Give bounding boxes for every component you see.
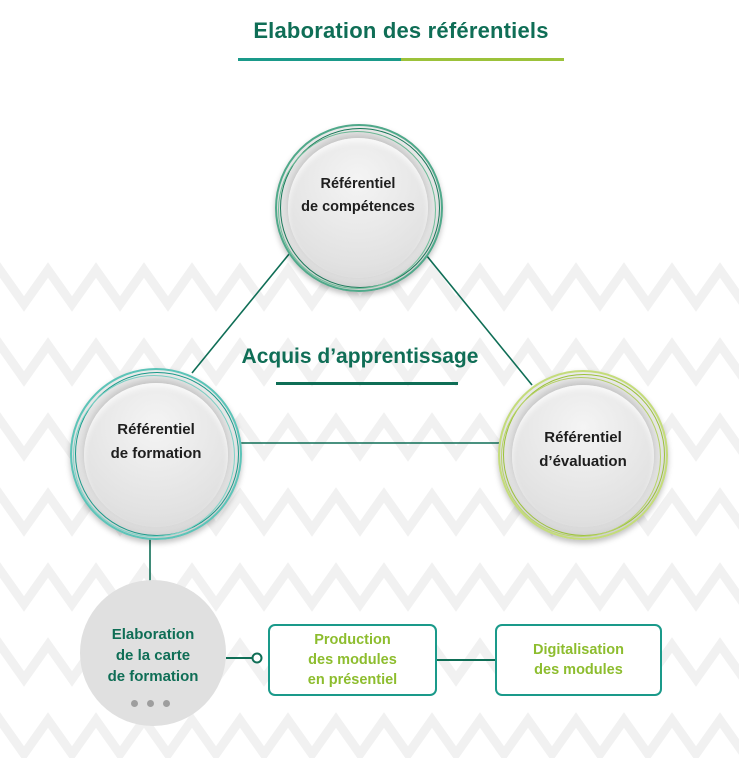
edge-competences-formation [191, 247, 295, 374]
edge-competences-evaluation [421, 249, 533, 386]
center-underline [276, 382, 458, 385]
node-carte-label: Elaboration de la carte de formation [107, 626, 199, 685]
background-chevron-row [0, 712, 739, 758]
title-underline [238, 58, 564, 61]
box-digitalisation [495, 624, 662, 696]
node-evaluation-label: Référentiel d’évaluation [539, 429, 627, 470]
box-digitalisation-label: Digitalisation des modules [532, 642, 625, 678]
node-formation-label: Référentiel de formation [110, 421, 202, 462]
node-evaluation-inner [512, 385, 654, 527]
center-label: Acquis d’apprentissage [241, 345, 479, 368]
node-formation-inner [84, 383, 228, 527]
connector-dot [251, 652, 263, 664]
node-competences-ring-inner [278, 131, 436, 289]
background-chevron-row [0, 562, 739, 612]
page-title: Elaboration des référentiels [253, 18, 549, 43]
node-competences-ring-outer [275, 124, 443, 292]
node-competences-label: Référentiel de compétences [301, 176, 415, 215]
node-competences-inner [288, 138, 428, 278]
box-production [268, 624, 437, 696]
box-production-label: Production des modules en présentiel [307, 632, 398, 688]
background-chevron-row [0, 337, 739, 387]
node-evaluation-ring-outer [498, 370, 668, 540]
node-formation-ring-inner [73, 375, 235, 537]
node-evaluation-ring-inner [501, 377, 661, 537]
node-formation-ring-outer [70, 368, 242, 540]
